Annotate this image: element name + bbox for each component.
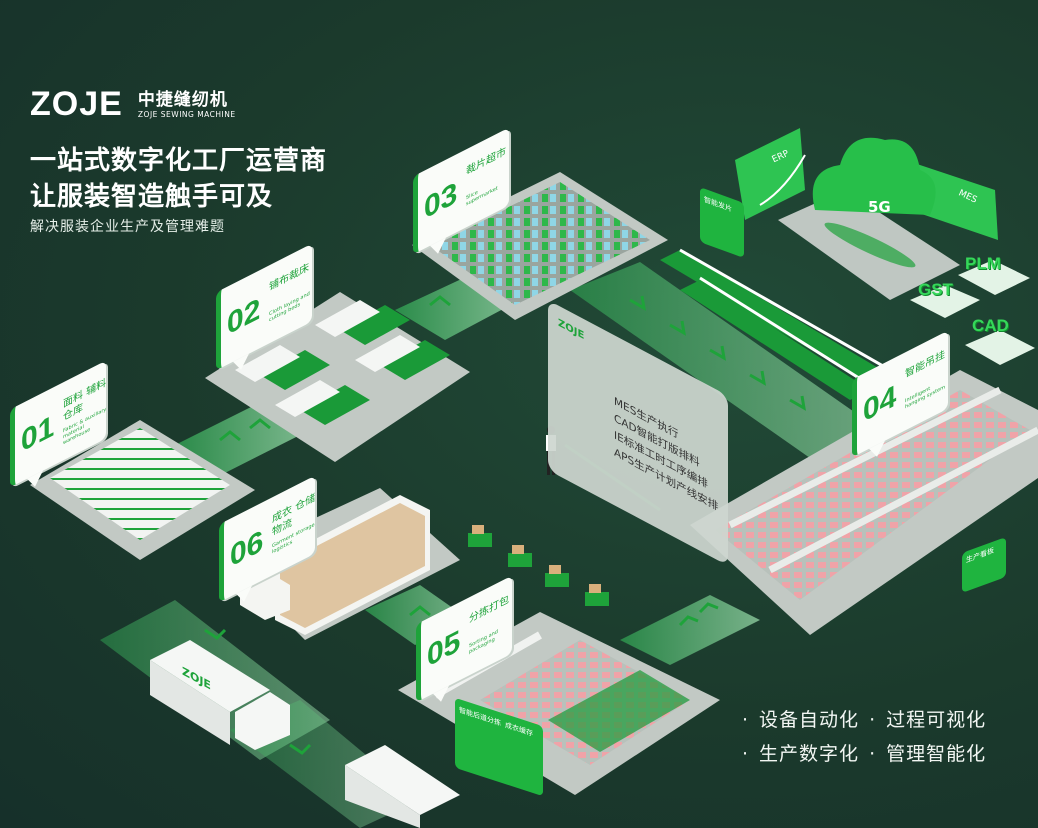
cad-label: CAD: [972, 316, 1009, 335]
plm-label: PLM: [965, 254, 1001, 273]
point: 过程可视化: [886, 709, 987, 731]
point: 生产数字化: [759, 743, 860, 765]
gst-label: GST: [918, 280, 953, 299]
logo-en: ZOJE SEWING MACHINE: [137, 109, 236, 119]
point: 管理智能化: [886, 743, 987, 765]
truck-1: [150, 640, 290, 750]
chevron-arrows: [204, 295, 806, 755]
dispatch-rail: [660, 248, 891, 400]
logo-brand: ZOJE: [30, 85, 123, 123]
agv-robots: [468, 533, 609, 606]
cloud-5g: [812, 137, 936, 215]
headline: 一站式数字化工厂运营商 让服装智造触手可及: [30, 143, 327, 215]
panel-brand: ZOJE: [558, 317, 585, 343]
headline-line-1: 一站式数字化工厂运营商: [30, 146, 328, 176]
fiveg-label: 5G: [868, 198, 891, 216]
subtitle: 解决服装企业生产及管理难题: [30, 219, 225, 235]
logo-cn: 中捷缝纫机: [137, 89, 228, 110]
erp-card: [735, 128, 805, 220]
feature-points: ·设备自动化·过程可视化 ·生产数字化·管理智能化: [742, 709, 987, 765]
truck-2: [345, 745, 460, 828]
headline-line-2: 让服装智造触手可及: [30, 182, 274, 212]
point: 设备自动化: [759, 709, 860, 731]
platform-02: [205, 292, 470, 462]
